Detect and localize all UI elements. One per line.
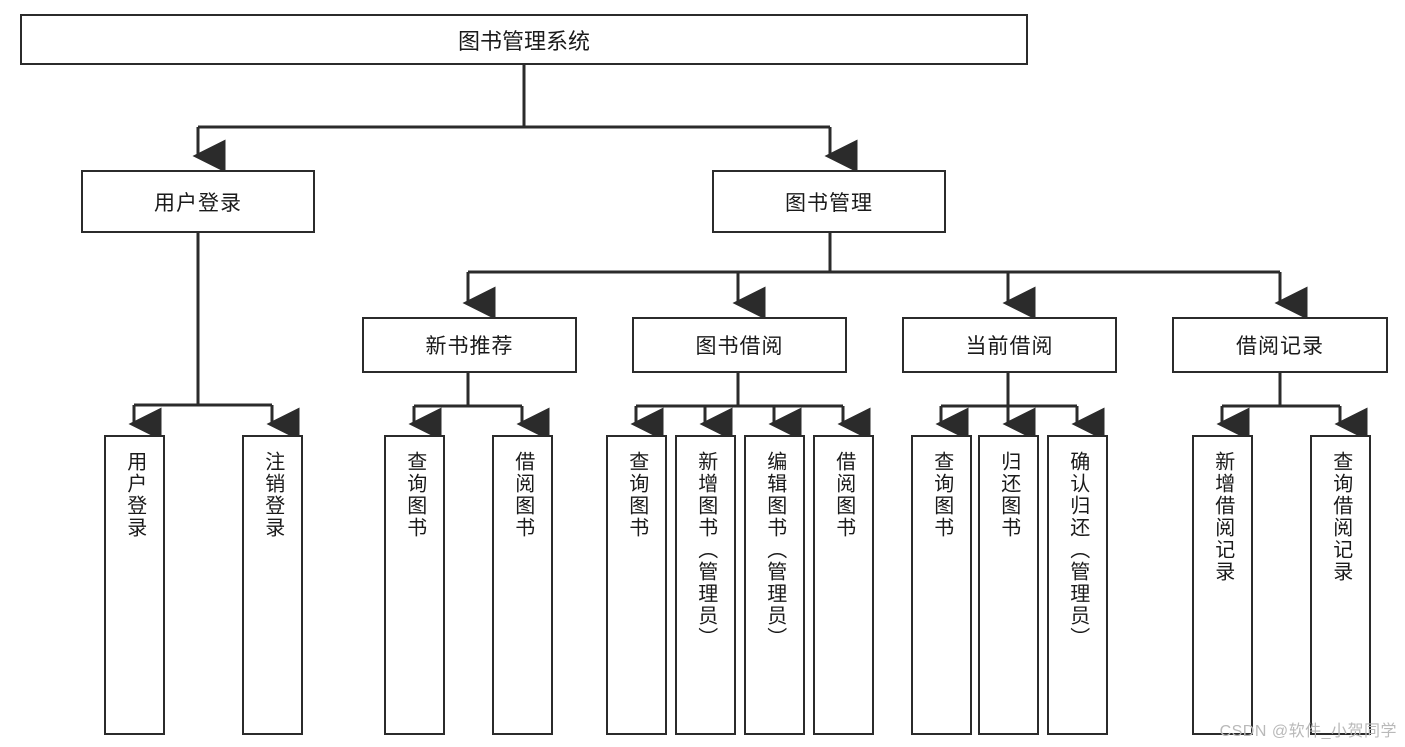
node-current-borrow[interactable]: 当前借阅 bbox=[902, 317, 1117, 373]
leaf-query-book-recommend[interactable]: 查询图书 bbox=[384, 435, 445, 735]
node-borrow-records[interactable]: 借阅记录 bbox=[1172, 317, 1388, 373]
node-label: 借阅记录 bbox=[1236, 335, 1324, 358]
leaf-label: 注销登录 bbox=[261, 451, 284, 539]
node-label: 当前借阅 bbox=[965, 335, 1054, 358]
node-label: 图书管理 bbox=[785, 191, 873, 215]
leaf-confirm-return-admin[interactable]: 确认归还（管理员） bbox=[1047, 435, 1108, 735]
leaf-borrow-book-recommend[interactable]: 借阅图书 bbox=[492, 435, 553, 735]
leaf-label: 查询图书 bbox=[930, 451, 953, 539]
leaf-query-book-borrow[interactable]: 查询图书 bbox=[606, 435, 667, 735]
node-label: 用户登录 bbox=[154, 191, 242, 215]
watermark: CSDN @软件_小贺同学 bbox=[1219, 723, 1397, 740]
node-book-borrow[interactable]: 图书借阅 bbox=[632, 317, 847, 373]
node-label: 新书推荐 bbox=[425, 335, 514, 358]
leaf-edit-book-admin[interactable]: 编辑图书（管理员） bbox=[744, 435, 805, 735]
leaf-user-login[interactable]: 用户登录 bbox=[104, 435, 165, 735]
node-root-system[interactable]: 图书管理系统 bbox=[20, 14, 1028, 65]
node-user-login[interactable]: 用户登录 bbox=[81, 170, 315, 233]
leaf-label: 查询借阅记录 bbox=[1329, 451, 1352, 583]
leaf-add-book-admin[interactable]: 新增图书（管理员） bbox=[675, 435, 736, 735]
leaf-label: 确认归还（管理员） bbox=[1066, 451, 1089, 649]
leaf-label: 用户登录 bbox=[123, 451, 146, 539]
leaf-label: 新增借阅记录 bbox=[1211, 451, 1234, 583]
leaf-query-book-current[interactable]: 查询图书 bbox=[911, 435, 972, 735]
node-label: 图书借阅 bbox=[695, 335, 784, 358]
node-label: 图书管理系统 bbox=[457, 28, 590, 54]
leaf-label: 新增图书（管理员） bbox=[694, 451, 717, 649]
leaf-label: 借阅图书 bbox=[511, 451, 534, 539]
leaf-borrow-book[interactable]: 借阅图书 bbox=[813, 435, 874, 735]
leaf-label: 归还图书 bbox=[997, 451, 1020, 539]
leaf-add-borrow-record[interactable]: 新增借阅记录 bbox=[1192, 435, 1253, 735]
leaf-query-borrow-record[interactable]: 查询借阅记录 bbox=[1310, 435, 1371, 735]
leaf-logout[interactable]: 注销登录 bbox=[242, 435, 303, 735]
leaf-label: 借阅图书 bbox=[832, 451, 855, 539]
node-book-management[interactable]: 图书管理 bbox=[712, 170, 946, 233]
leaf-label: 查询图书 bbox=[625, 451, 648, 539]
leaf-return-book[interactable]: 归还图书 bbox=[978, 435, 1039, 735]
leaf-label: 编辑图书（管理员） bbox=[763, 451, 786, 649]
leaf-label: 查询图书 bbox=[403, 451, 426, 539]
node-new-book-recommend[interactable]: 新书推荐 bbox=[362, 317, 577, 373]
